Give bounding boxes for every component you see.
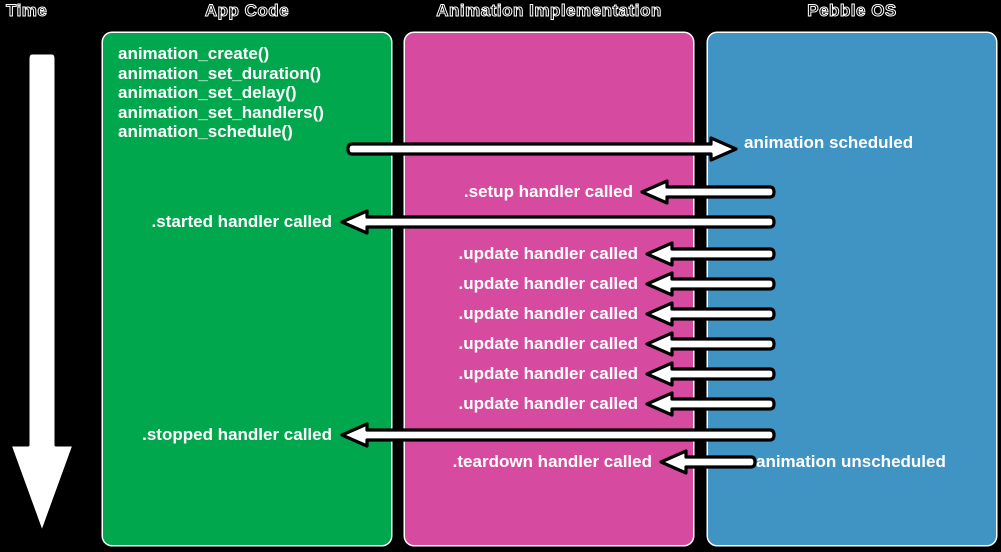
time-axis-arrow	[6, 45, 78, 540]
arrow-update-handler-6	[645, 391, 776, 417]
column-header-animation-implementation: Animation Implementation	[436, 1, 662, 21]
app-call-animation-schedule: animation_schedule()	[118, 122, 293, 141]
message-label-stopped-handler: .stopped handler called	[142, 425, 332, 444]
app-call-animation-set-handlers: animation_set_handlers()	[118, 102, 324, 122]
message-label-setup-handler: .setup handler called	[463, 182, 633, 201]
message-label-teardown-handler: .teardown handler called	[452, 452, 652, 471]
message-label-update-handler-6: .update handler called	[458, 394, 639, 413]
lane-animation-implementation	[405, 33, 693, 545]
message-label-update-handler-5: .update handler called	[458, 364, 639, 383]
arrow-teardown-handler	[659, 449, 757, 475]
arrow-update-handler-3	[645, 301, 776, 327]
arrow-started-handler	[340, 209, 776, 235]
arrow-update-handler-2	[645, 271, 776, 297]
app-code-call-list: animation_create() animation_set_duratio…	[118, 44, 388, 142]
message-label-update-handler-2: .update handler called	[458, 274, 639, 293]
arrow-stopped-handler	[340, 422, 776, 448]
app-call-animation-set-delay: animation_set_delay()	[118, 83, 297, 102]
message-label-animation-scheduled: animation scheduled	[744, 133, 914, 152]
message-label-update-handler-4: .update handler called	[458, 334, 639, 353]
message-label-update-handler-3: .update handler called	[458, 304, 639, 323]
message-label-update-handler-1: .update handler called	[458, 244, 639, 263]
app-call-animation-set-duration: animation_set_duration()	[118, 63, 322, 83]
arrow-update-handler-1	[645, 241, 776, 267]
message-label-animation-unscheduled: animation unscheduled	[756, 452, 946, 471]
column-header-time: Time	[6, 1, 48, 21]
lane-app-code	[103, 33, 391, 545]
arrow-animation-scheduled	[346, 136, 738, 162]
column-header-pebble-os: Pebble OS	[807, 1, 897, 21]
arrow-setup-handler	[640, 179, 776, 205]
app-call-animation-create: animation_create()	[118, 44, 270, 63]
message-label-started-handler: .started handler called	[151, 212, 332, 231]
arrow-update-handler-4	[645, 331, 776, 357]
arrow-update-handler-5	[645, 361, 776, 387]
column-header-app-code: App Code	[204, 1, 290, 21]
